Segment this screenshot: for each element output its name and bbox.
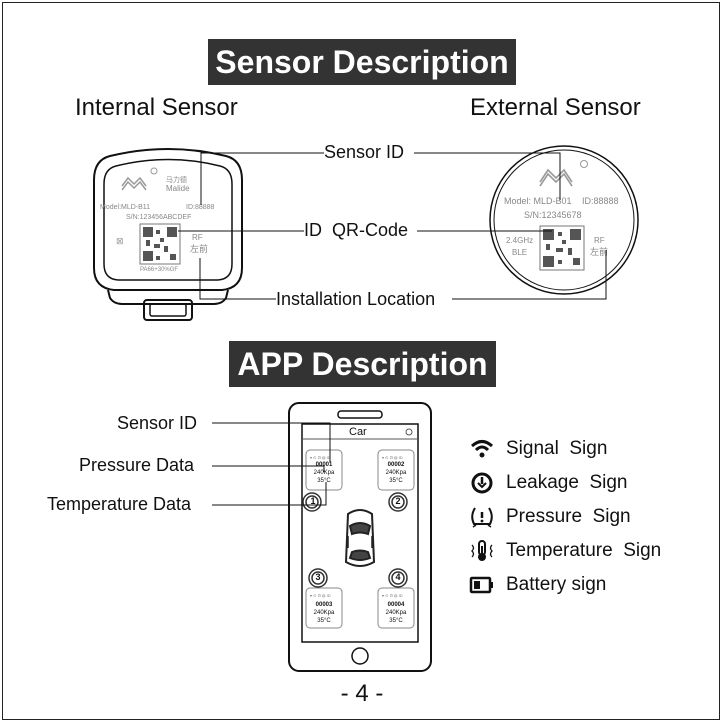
wifi-signal-icon	[470, 440, 494, 458]
tire-4-number: 4	[395, 572, 401, 582]
legend-leakage: Leakage Sign	[468, 470, 628, 496]
svg-text:▾ ⊙ ⊡ ◍ ID: ▾ ⊙ ⊡ ◍ ID	[382, 455, 403, 460]
pressure-data-callout: Pressure Data	[79, 455, 195, 475]
svg-text:▾ ⊙ ⊡ ◍ ID: ▾ ⊙ ⊡ ◍ ID	[310, 455, 331, 460]
thermometer-icon	[471, 540, 493, 561]
tire-2-number: 2	[395, 496, 401, 506]
internal-brand-en: Malide	[166, 184, 190, 193]
sensor-id-callout: Sensor ID	[324, 142, 405, 162]
internal-qr-code	[139, 223, 181, 265]
qr-code-callout: ID QR-Code	[304, 220, 409, 240]
external-sensor-title: External Sensor	[470, 94, 641, 121]
tire-1-pressure: 240Kpa	[313, 470, 335, 476]
svg-text:▾ ⊙ ⊡ ◍ ID: ▾ ⊙ ⊡ ◍ ID	[382, 593, 403, 598]
leakage-icon	[471, 472, 493, 494]
temperature-data-callout: Temperature Data	[47, 494, 192, 514]
tire-2-temp: 35°C	[389, 478, 403, 484]
tire-3-number: 3	[315, 572, 321, 582]
legend-signal-label: Signal Sign	[506, 438, 608, 459]
home-button[interactable]	[351, 647, 369, 665]
internal-sn: S/N:123456ABCDEF	[126, 214, 191, 221]
internal-sensor-drawing: 马力德 Malide Model:MLD-B11 ID:88888 S/N:12…	[93, 148, 243, 321]
settings-gear-icon	[405, 428, 413, 436]
external-rf: RF	[594, 236, 605, 245]
tire-2-pressure: 240Kpa	[385, 470, 407, 476]
tire-4-temp: 35°C	[389, 618, 403, 624]
phone-screen	[301, 423, 419, 643]
page-number: - 4 -	[340, 680, 384, 707]
tire-3-pressure: 240Kpa	[313, 610, 335, 616]
app-description-banner: APP Description	[229, 341, 496, 387]
tire-2-id: 00002	[387, 462, 405, 468]
internal-brand-cn: 马力德	[166, 175, 187, 184]
external-ble: BLE	[512, 248, 527, 257]
legend-temperature-label: Temperature Sign	[506, 540, 662, 561]
tire-card-2: 00002 240Kpa 35°C	[378, 461, 414, 485]
external-id: ID:88888	[582, 196, 619, 206]
tire-1-temp: 35°C	[317, 478, 331, 484]
tire-3-id: 00003	[315, 602, 333, 608]
brand-logo-icon	[539, 168, 573, 183]
tire-card-3: 00003 240Kpa 35°C	[306, 601, 342, 625]
installation-location-callout: Installation Location	[276, 289, 436, 309]
tire-1-number: 1	[310, 496, 316, 506]
tire-pressure-icon	[471, 507, 493, 528]
internal-rf: RF	[192, 233, 203, 242]
legend-leakage-label: Leakage Sign	[506, 472, 628, 493]
recycle-bin-icon: ⊠	[116, 236, 124, 246]
external-sn: S/N:12345678	[524, 210, 582, 220]
internal-location: 左前	[190, 243, 208, 254]
svg-text:▾ ⊙ ⊡ ◍ ID: ▾ ⊙ ⊡ ◍ ID	[310, 593, 331, 598]
tire-1-id: 00001	[315, 462, 333, 468]
tire-4-id: 00004	[387, 602, 405, 608]
app-sensor-id-callout: Sensor ID	[117, 413, 198, 433]
phone-header-title: Car	[349, 426, 367, 438]
internal-model: Model:MLD-B11	[100, 204, 150, 211]
tire-4-pressure: 240Kpa	[385, 610, 407, 616]
external-sensor-drawing: Model: MLD-B01 ID:88888 S/N:12345678 2.4…	[489, 145, 639, 295]
battery-icon	[469, 576, 493, 594]
internal-material: PA66+30%GF	[140, 267, 178, 273]
tire-3-temp: 35°C	[317, 618, 331, 624]
legend-battery-label: Battery sign	[506, 574, 607, 595]
external-model: Model: MLD-B01	[504, 196, 572, 206]
external-freq: 2.4GHz	[506, 236, 533, 245]
phone-speaker	[337, 410, 383, 419]
car-icon	[344, 509, 376, 567]
external-qr-code	[539, 225, 585, 271]
sensor-description-banner: Sensor Description	[208, 39, 516, 85]
brand-logo-icon	[121, 176, 147, 187]
legend-signal: Signal Sign	[468, 436, 607, 462]
tire-card-1: 00001 240Kpa 35°C	[306, 461, 342, 485]
legend-temperature: Temperature Sign	[468, 538, 661, 564]
internal-sensor-title: Internal Sensor	[75, 94, 238, 121]
tire-card-4: 00004 240Kpa 35°C	[378, 601, 414, 625]
external-location: 左前	[590, 246, 608, 257]
legend-battery: Battery sign	[468, 572, 606, 598]
internal-id: ID:88888	[186, 204, 215, 211]
legend-pressure-label: Pressure Sign	[506, 506, 631, 527]
legend-pressure: Pressure Sign	[468, 504, 631, 530]
